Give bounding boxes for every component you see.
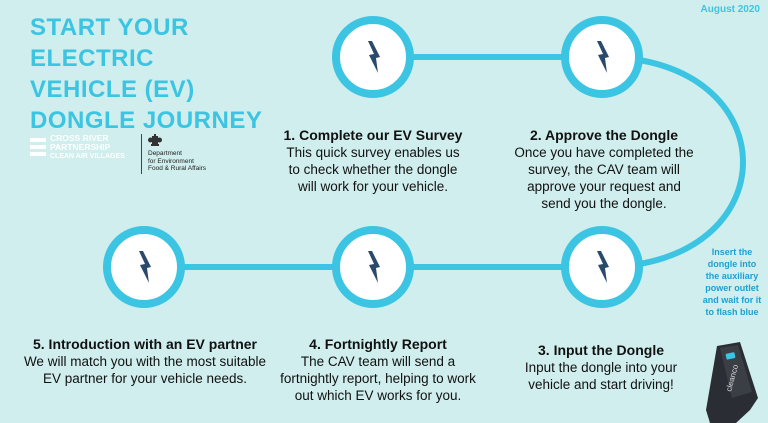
cross-river-partnership-logo: CROSS RIVER PARTNERSHIP CLEAN AIR VILLAG… [30,134,148,170]
date-label: August 2020 [700,4,760,15]
step-3-circle [561,226,643,308]
step-1-text: This quick survey enables us to check wh… [286,145,460,194]
step-3-title: 3. Input the Dongle [538,342,664,358]
crp-line-2: PARTNERSHIP [50,142,111,152]
defra-line-2: for Environment [148,157,194,165]
lightning-bolt-icon [597,41,609,73]
step-1-circle [332,16,414,98]
step-3-text: Input the dongle into your vehicle and s… [524,360,678,392]
step-5-text: We will match you with the most suitable… [23,354,267,386]
royal-crest-icon [148,134,162,146]
step-2: 2. Approve the Dongle Once you have comp… [499,127,709,212]
step-4-text: The CAV team will send a fortnightly rep… [280,354,476,403]
step-4-title: 4. Fortnightly Report [309,336,447,352]
step-4: 4. Fortnightly Report The CAV team will … [278,336,478,404]
step-3: 3. Input the Dongle Input the dongle int… [510,342,692,393]
step-5: 5. Introduction with an EV partner We wi… [20,336,270,387]
step-4-circle [332,226,414,308]
dongle-instruction: Insert the dongle into the auxiliary pow… [702,247,762,317]
crp-line-3: CLEAN AIR VILLAGES [50,153,125,160]
step-2-text: Once you have completed the survey, the … [514,145,694,211]
step-5-title: 5. Introduction with an EV partner [32,336,257,352]
logo-divider [141,134,142,174]
lightning-bolt-icon [597,251,609,283]
defra-line-1: Department [148,150,182,157]
lightning-bolt-icon [139,251,151,283]
crp-mark-icon [30,138,46,156]
defra-line-3: Food & Rural Affairs [148,165,207,172]
dongle-device-icon: cleanco [706,342,758,423]
step-1: 1. Complete our EV Survey This quick sur… [273,127,473,195]
step-2-title: 2. Approve the Dongle [529,127,679,143]
lightning-bolt-icon [368,41,380,73]
lightning-bolt-icon [368,251,380,283]
step-2-circle [561,16,643,98]
page-title: START YOUR ELECTRIC VEHICLE (EV) DONGLE … [30,14,263,134]
crp-line-1: CROSS RIVER [50,133,109,143]
step-1-title: 1. Complete our EV Survey [283,127,463,143]
step-5-circle [103,226,185,308]
